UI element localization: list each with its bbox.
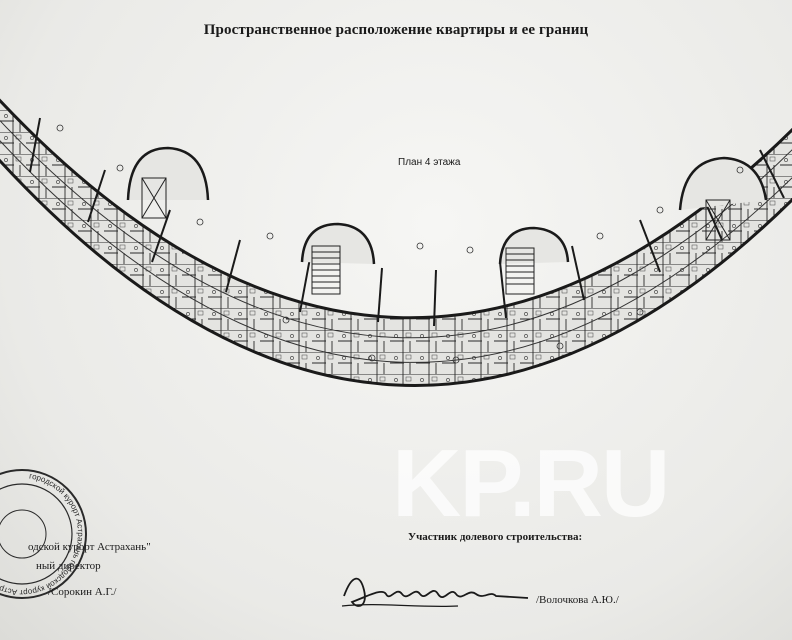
handwritten-signature xyxy=(341,577,529,608)
participant-signature-name: /Волочкова А.Ю./ xyxy=(536,594,619,606)
developer-signature-name: /Сорокин А.Г./ xyxy=(48,586,117,598)
plan-label: План 4 этажа xyxy=(398,157,461,168)
document-title: Пространственное расположение квартиры и… xyxy=(203,22,589,38)
watermark: KP.RU xyxy=(392,430,670,537)
seal-stamp: городской курорт Астрахань городской кур… xyxy=(0,469,87,599)
developer-org: одской курорт Астрахань" xyxy=(28,541,151,553)
developer-role: ный директор xyxy=(36,560,101,572)
participant-label: Участник долевого строительства: xyxy=(408,531,583,543)
